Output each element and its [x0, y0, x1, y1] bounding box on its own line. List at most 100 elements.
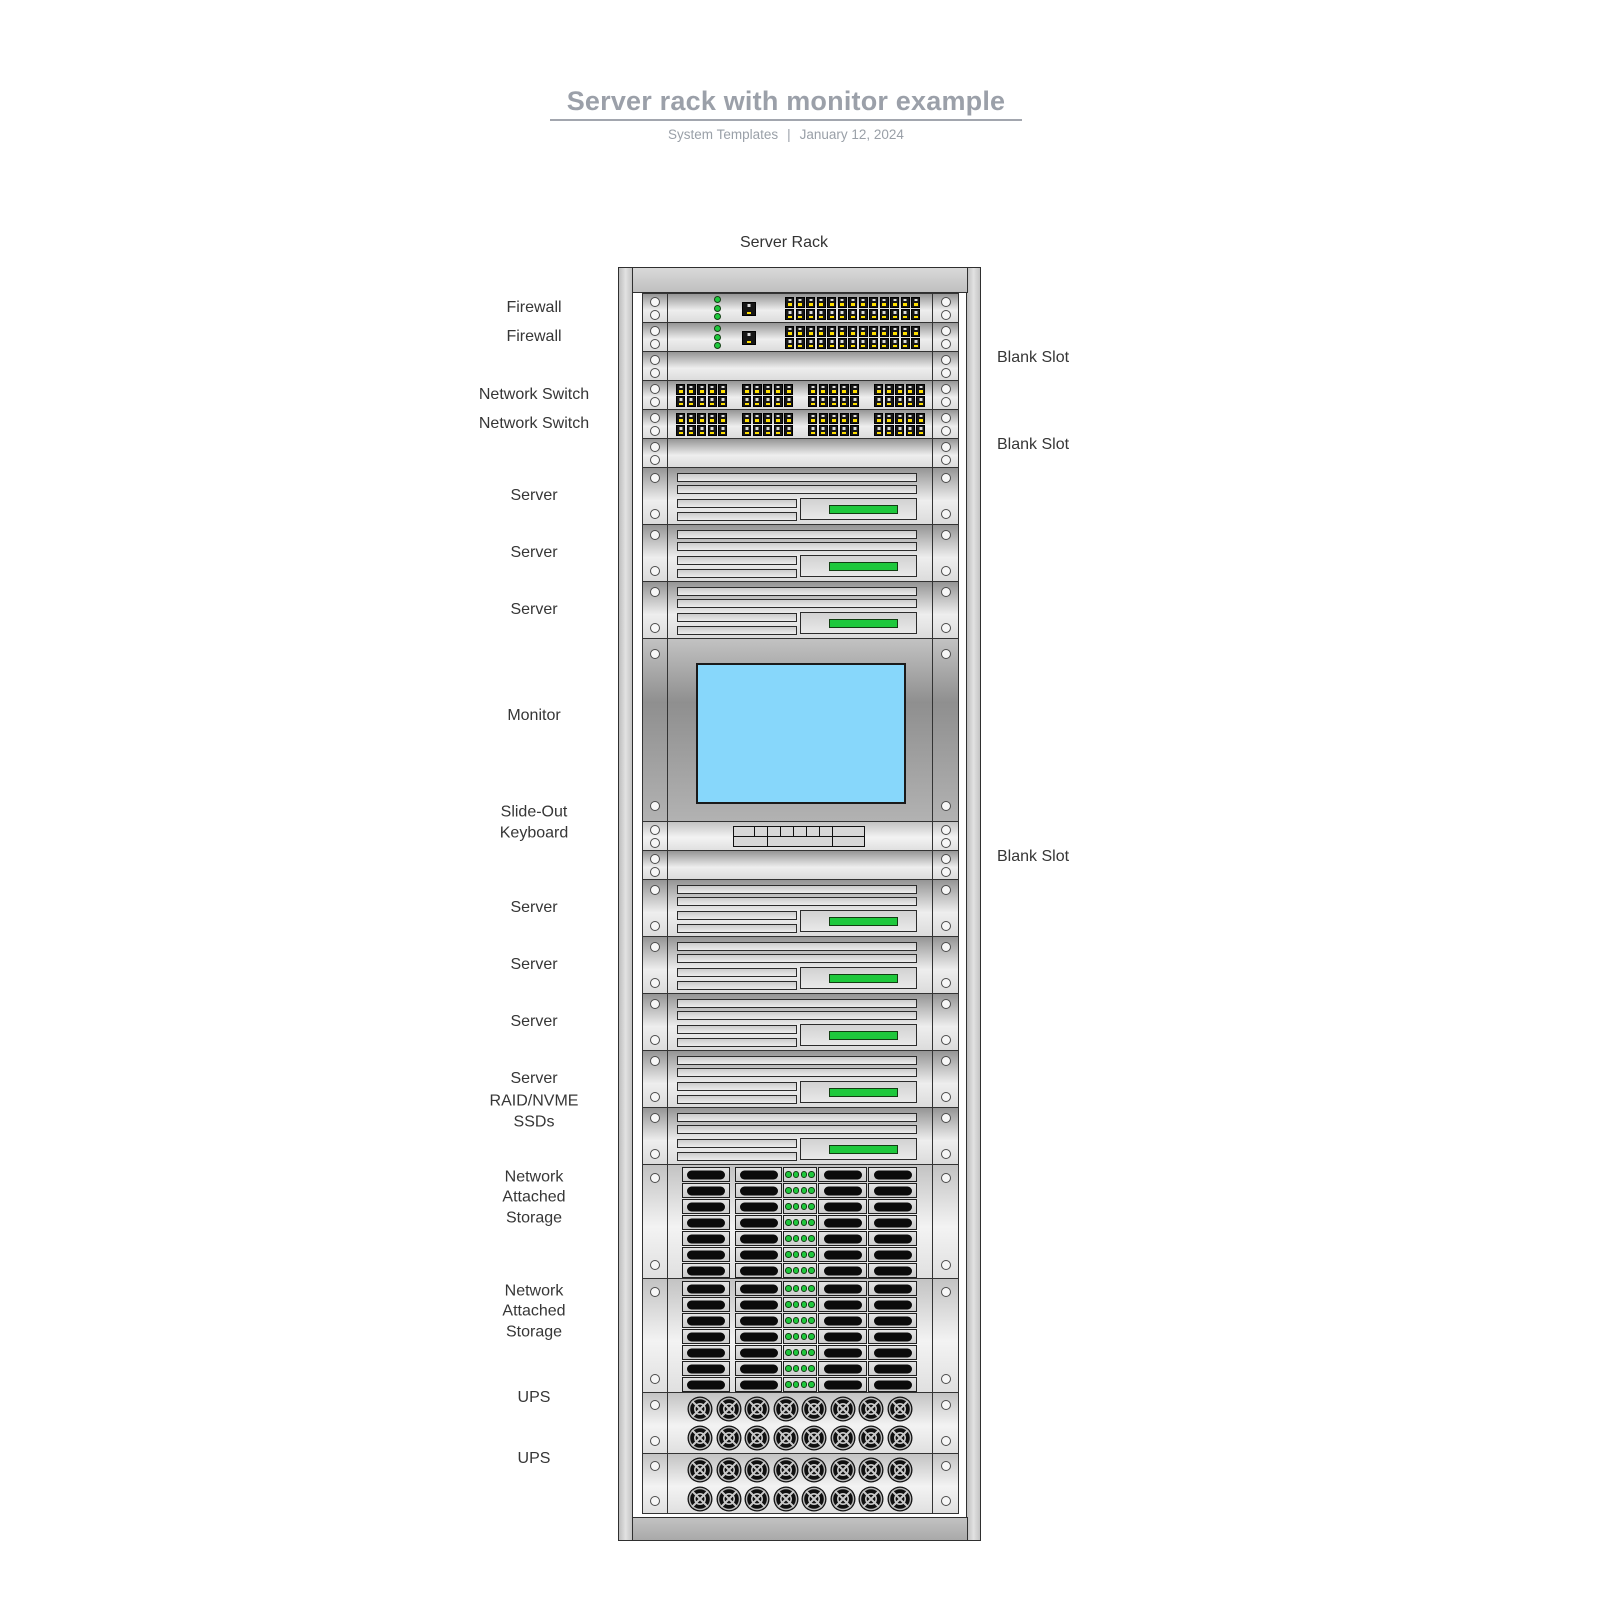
led-icon — [714, 342, 721, 349]
rack-unit-raid: RAID/NVME SSDs — [490, 1093, 959, 1164]
unit-face-ups — [668, 1393, 932, 1453]
fan-icon — [858, 1457, 884, 1483]
ethernet-port-icon — [890, 296, 899, 308]
ethernet-port-icon — [900, 296, 910, 308]
keyboard-key — [768, 837, 833, 846]
drive-slat — [677, 569, 797, 578]
fan-art — [887, 1425, 912, 1451]
led-icon — [792, 1187, 800, 1194]
drive-bay — [868, 1231, 917, 1246]
ethernet-port-icon — [742, 302, 756, 316]
screw-hole — [940, 1260, 951, 1270]
unit-face-switch — [668, 381, 932, 409]
led-icon — [714, 325, 721, 332]
fan-icon — [887, 1457, 913, 1483]
rack-post-right — [966, 267, 981, 1541]
screw-hole — [650, 338, 660, 349]
drive-bay — [682, 1377, 730, 1392]
status-bar — [829, 505, 898, 514]
drive-bay-row — [668, 1345, 932, 1360]
drive-bay — [818, 1297, 867, 1312]
screw-hole — [650, 1092, 660, 1102]
fan-art — [773, 1425, 798, 1451]
fan-art — [744, 1396, 770, 1422]
ethernet-port-icon — [697, 396, 706, 407]
ethernet-port-icon — [911, 338, 920, 349]
fan-icon — [687, 1396, 713, 1422]
screw-hole — [650, 425, 660, 436]
drive-bay — [818, 1263, 867, 1278]
rack-bottom-bar — [631, 1517, 968, 1541]
ethernet-port-icon — [827, 309, 836, 320]
vent-slat — [677, 1113, 917, 1122]
drive-bay — [818, 1167, 867, 1182]
keyboard-key — [734, 837, 768, 846]
drive-slat — [677, 512, 797, 521]
led-icon — [714, 313, 721, 320]
screw-hole — [650, 999, 660, 1009]
led-icon — [800, 1235, 808, 1242]
fan-art — [830, 1457, 855, 1483]
led-icon — [808, 1171, 815, 1178]
ethernet-port-icon — [890, 338, 899, 349]
ethernet-port-icon — [837, 338, 847, 349]
subtitle-separator: | — [787, 127, 791, 142]
led-icon — [792, 1285, 800, 1292]
drive-handle — [823, 1364, 862, 1373]
vent-slat — [677, 954, 917, 963]
screw-hole — [650, 530, 660, 540]
drive-handle — [739, 1266, 778, 1275]
keyboard-row — [734, 827, 864, 837]
screw-hole — [650, 383, 660, 394]
rack-rail — [642, 880, 668, 936]
led-icon — [800, 1317, 808, 1324]
led-icon — [792, 1235, 800, 1242]
rack-rail — [932, 1454, 959, 1513]
led-icon — [808, 1219, 815, 1226]
rack-unit-nas: Network Attached Storage — [502, 1278, 959, 1392]
rack-rail — [642, 1108, 668, 1164]
ethernet-port-icon — [773, 425, 783, 436]
ethernet-port-icon — [905, 412, 915, 424]
fan-art — [716, 1396, 741, 1422]
screw-hole — [650, 1496, 660, 1506]
screw-hole — [940, 354, 951, 365]
status-panel — [800, 967, 917, 989]
rack-rail — [932, 851, 959, 879]
led-icon — [785, 1349, 792, 1356]
screw-hole — [650, 978, 660, 988]
ethernet-port-group — [676, 412, 727, 436]
fan-art — [773, 1486, 798, 1512]
drive-bay-row — [668, 1231, 932, 1246]
unit-label: Blank Slot — [997, 847, 1070, 865]
led-icon — [792, 1317, 800, 1324]
fan-art — [773, 1457, 798, 1483]
led-icon — [808, 1365, 815, 1372]
rack-rail — [932, 822, 959, 850]
ethernet-port-icon — [905, 425, 915, 436]
screw-hole — [650, 566, 660, 576]
screw-hole — [940, 1092, 951, 1102]
led-column — [783, 1329, 817, 1344]
ethernet-port-icon — [900, 309, 910, 320]
unit-face-server — [668, 994, 932, 1050]
ethernet-port-icon — [911, 309, 920, 320]
ethernet-port-icon — [818, 425, 828, 436]
fan-art — [830, 1486, 855, 1512]
ethernet-port-icon — [858, 325, 868, 337]
ethernet-port-icon — [784, 425, 793, 436]
screw-hole — [940, 530, 951, 540]
drive-handle — [739, 1202, 778, 1211]
keyboard-row — [734, 837, 864, 846]
drive-handle — [687, 1218, 725, 1227]
ethernet-port-icon — [895, 396, 904, 407]
fan-art — [773, 1396, 798, 1422]
fan-art — [801, 1396, 827, 1422]
ethernet-port-icon — [816, 325, 826, 337]
ethernet-port-icon — [808, 412, 817, 424]
status-panel — [800, 612, 917, 634]
rack-rail — [642, 410, 668, 438]
fan-icon — [801, 1425, 827, 1451]
drive-handle — [687, 1364, 725, 1373]
